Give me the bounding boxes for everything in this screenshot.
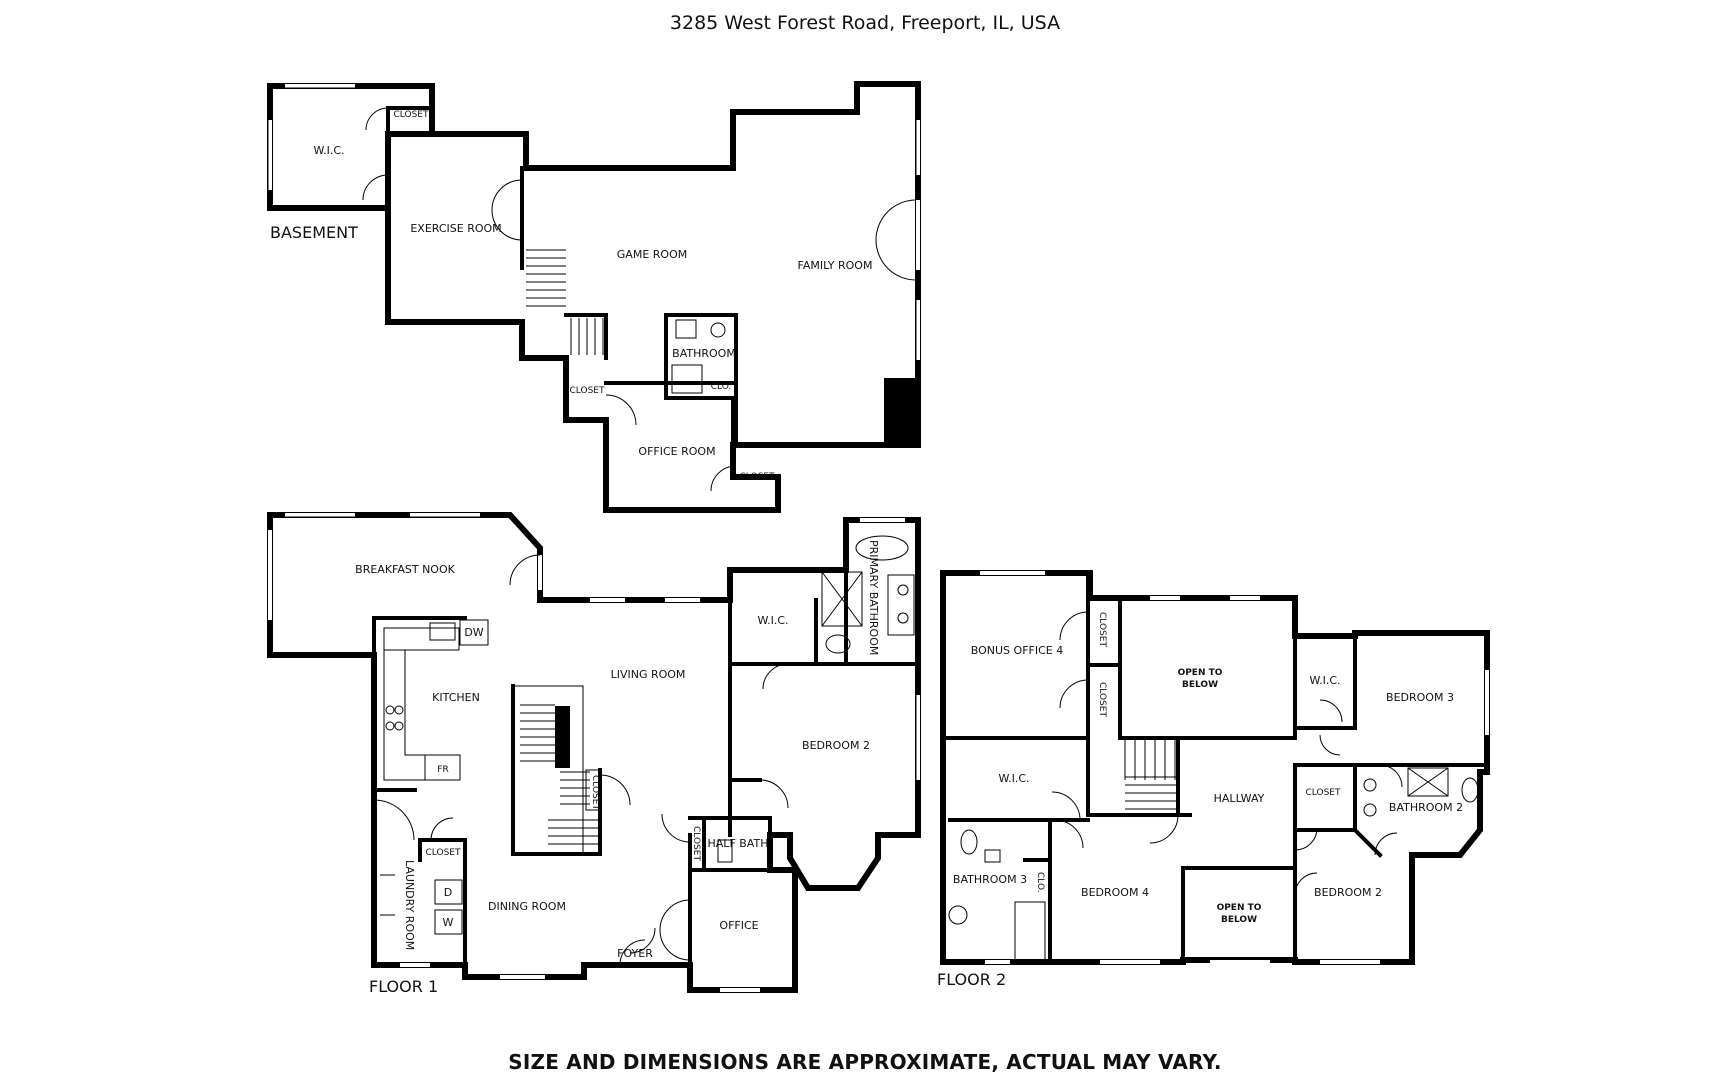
open-to-below-bottom-line1: OPEN TO: [1217, 903, 1262, 913]
floor1-plan: BREAKFAST NOOK KITCHEN DW FR LIVING ROOM…: [267, 512, 921, 996]
floor2-closet-a-label: CLOSET: [1097, 612, 1107, 647]
open-to-below-top-line1: OPEN TO: [1178, 668, 1223, 678]
kitchen-label: KITCHEN: [432, 691, 480, 704]
basement-closet-top-label: CLOSET: [394, 110, 429, 120]
bathroom3-label: BATHROOM 3: [953, 873, 1027, 886]
half-bath-label: HALF BATH: [708, 837, 769, 850]
basement-closet-right-label: CLOSET: [740, 472, 775, 482]
basement-clo-label: CLO.: [711, 382, 732, 392]
disclaimer-text: SIZE AND DIMENSIONS ARE APPROXIMATE, ACT…: [508, 1050, 1222, 1074]
foyer-label: FOYER: [617, 947, 653, 960]
open-to-below-top-line2: BELOW: [1182, 680, 1218, 690]
bathroom2-label: BATHROOM 2: [1389, 801, 1463, 814]
floor1-label: FLOOR 1: [369, 977, 438, 996]
floor2-bedroom2-label: BEDROOM 2: [1314, 886, 1382, 899]
floor1-office-label: OFFICE: [719, 919, 758, 932]
breakfast-nook-label: BREAKFAST NOOK: [355, 563, 455, 576]
floor2-wic-right-label: W.I.C.: [1309, 674, 1340, 687]
dryer-label: D: [444, 886, 452, 899]
washer-label: W: [443, 916, 454, 929]
office-room-label: OFFICE ROOM: [638, 445, 715, 458]
exercise-room-label: EXERCISE ROOM: [410, 222, 501, 235]
floor2-plan: BONUS OFFICE 4 CLOSET CLOSET OPEN TO BEL…: [937, 570, 1490, 989]
family-room-label: FAMILY ROOM: [798, 259, 873, 272]
bonus-office-label: BONUS OFFICE 4: [971, 644, 1063, 657]
floor1-bedroom2-label: BEDROOM 2: [802, 739, 870, 752]
stair-closet-label: CLOSET: [590, 775, 600, 810]
basement-wic-label: W.I.C.: [313, 144, 344, 157]
bedroom4-label: BEDROOM 4: [1081, 886, 1149, 899]
basement-plan: W.I.C. CLOSET EXERCISE ROOM GAME ROOM FA…: [267, 81, 921, 513]
address-title: 3285 West Forest Road, Freeport, IL, USA: [669, 12, 1061, 34]
hallway-label: HALLWAY: [1214, 792, 1265, 805]
half-bath-closet-label: CLOSET: [691, 826, 701, 861]
dishwasher-label: DW: [464, 626, 483, 639]
dining-room-label: DINING ROOM: [488, 900, 566, 913]
game-room-label: GAME ROOM: [617, 248, 687, 261]
living-room-label: LIVING ROOM: [611, 668, 686, 681]
floor2-closet-c-label: CLOSET: [1306, 788, 1341, 798]
primary-bathroom-label: PRIMARY BATHROOM: [867, 540, 880, 655]
floor2-closet-b-label: CLOSET: [1097, 682, 1107, 717]
open-to-below-bottom-line2: BELOW: [1221, 915, 1257, 925]
floor2-label: FLOOR 2: [937, 970, 1006, 989]
basement-floor-label: BASEMENT: [270, 223, 358, 242]
basement-closet-left-label: CLOSET: [570, 386, 605, 396]
fridge-label: FR: [437, 765, 448, 775]
floor2-wic-left-label: W.I.C.: [998, 772, 1029, 785]
basement-bathroom-label: BATHROOM: [672, 347, 736, 360]
laundry-closet-label: CLOSET: [426, 848, 461, 858]
floor1-wic-label: W.I.C.: [757, 614, 788, 627]
bedroom3-label: BEDROOM 3: [1386, 691, 1454, 704]
floor2-clo-label: CLO.: [1035, 872, 1045, 893]
laundry-room-label: LAUNDRY ROOM: [403, 860, 416, 950]
